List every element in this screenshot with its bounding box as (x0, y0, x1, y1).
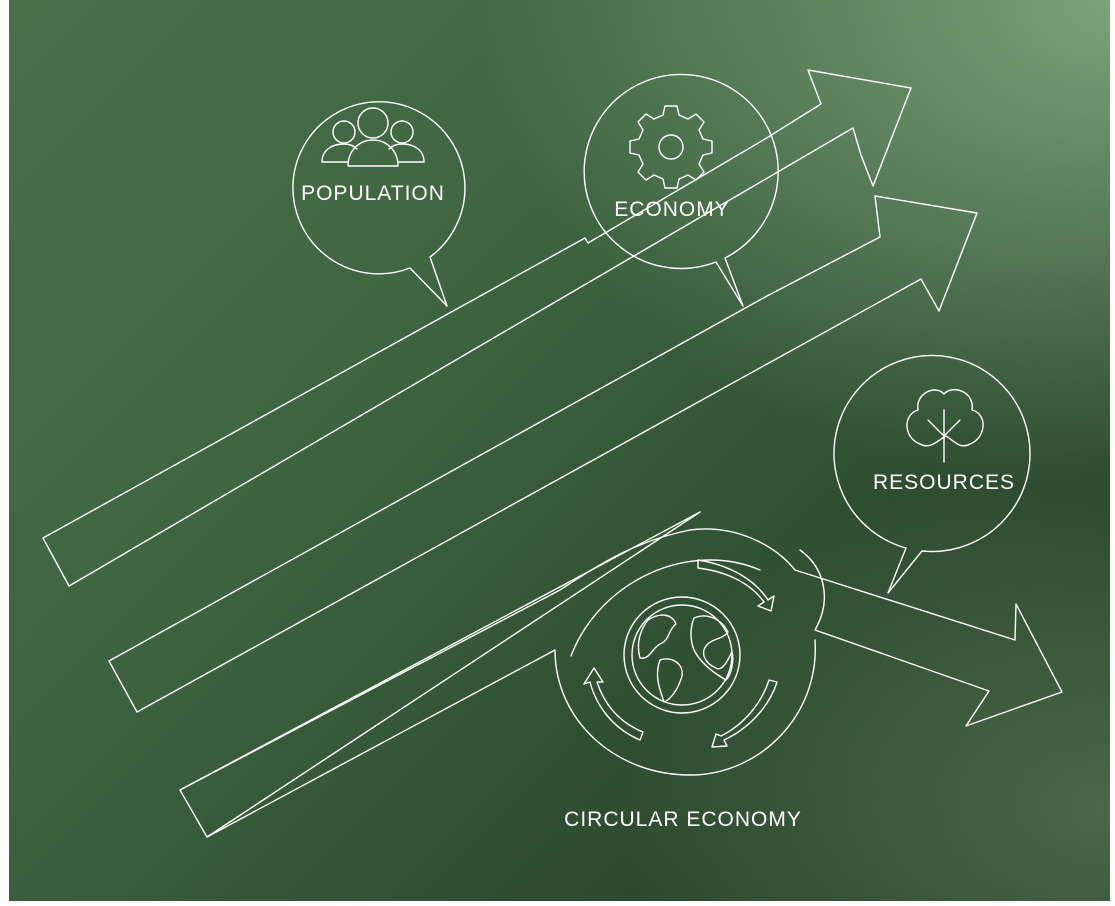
population-label: POPULATION (301, 182, 445, 205)
circular-loop-outer (206, 639, 816, 838)
tree-icon (906, 389, 984, 463)
gear-icon (629, 105, 713, 189)
circular-economy-label: CIRCULAR ECONOMY (564, 808, 802, 831)
resources-bubble (833, 354, 1031, 594)
arrow-up-1 (42, 69, 912, 587)
resources-label: RESOURCES (872, 471, 1016, 494)
arrow-up-3 (179, 511, 701, 838)
population-bubble (292, 101, 466, 307)
arrow-circular-path (179, 528, 1063, 791)
globe-with-circular-arrows-icon (583, 559, 778, 748)
circular-loop-inner (570, 559, 761, 657)
economy-label: ECONOMY (614, 198, 730, 221)
people-group-icon (321, 107, 425, 167)
arrow-up-2 (108, 195, 978, 713)
economy-bubble (583, 73, 779, 307)
background-panel (9, 0, 1110, 901)
